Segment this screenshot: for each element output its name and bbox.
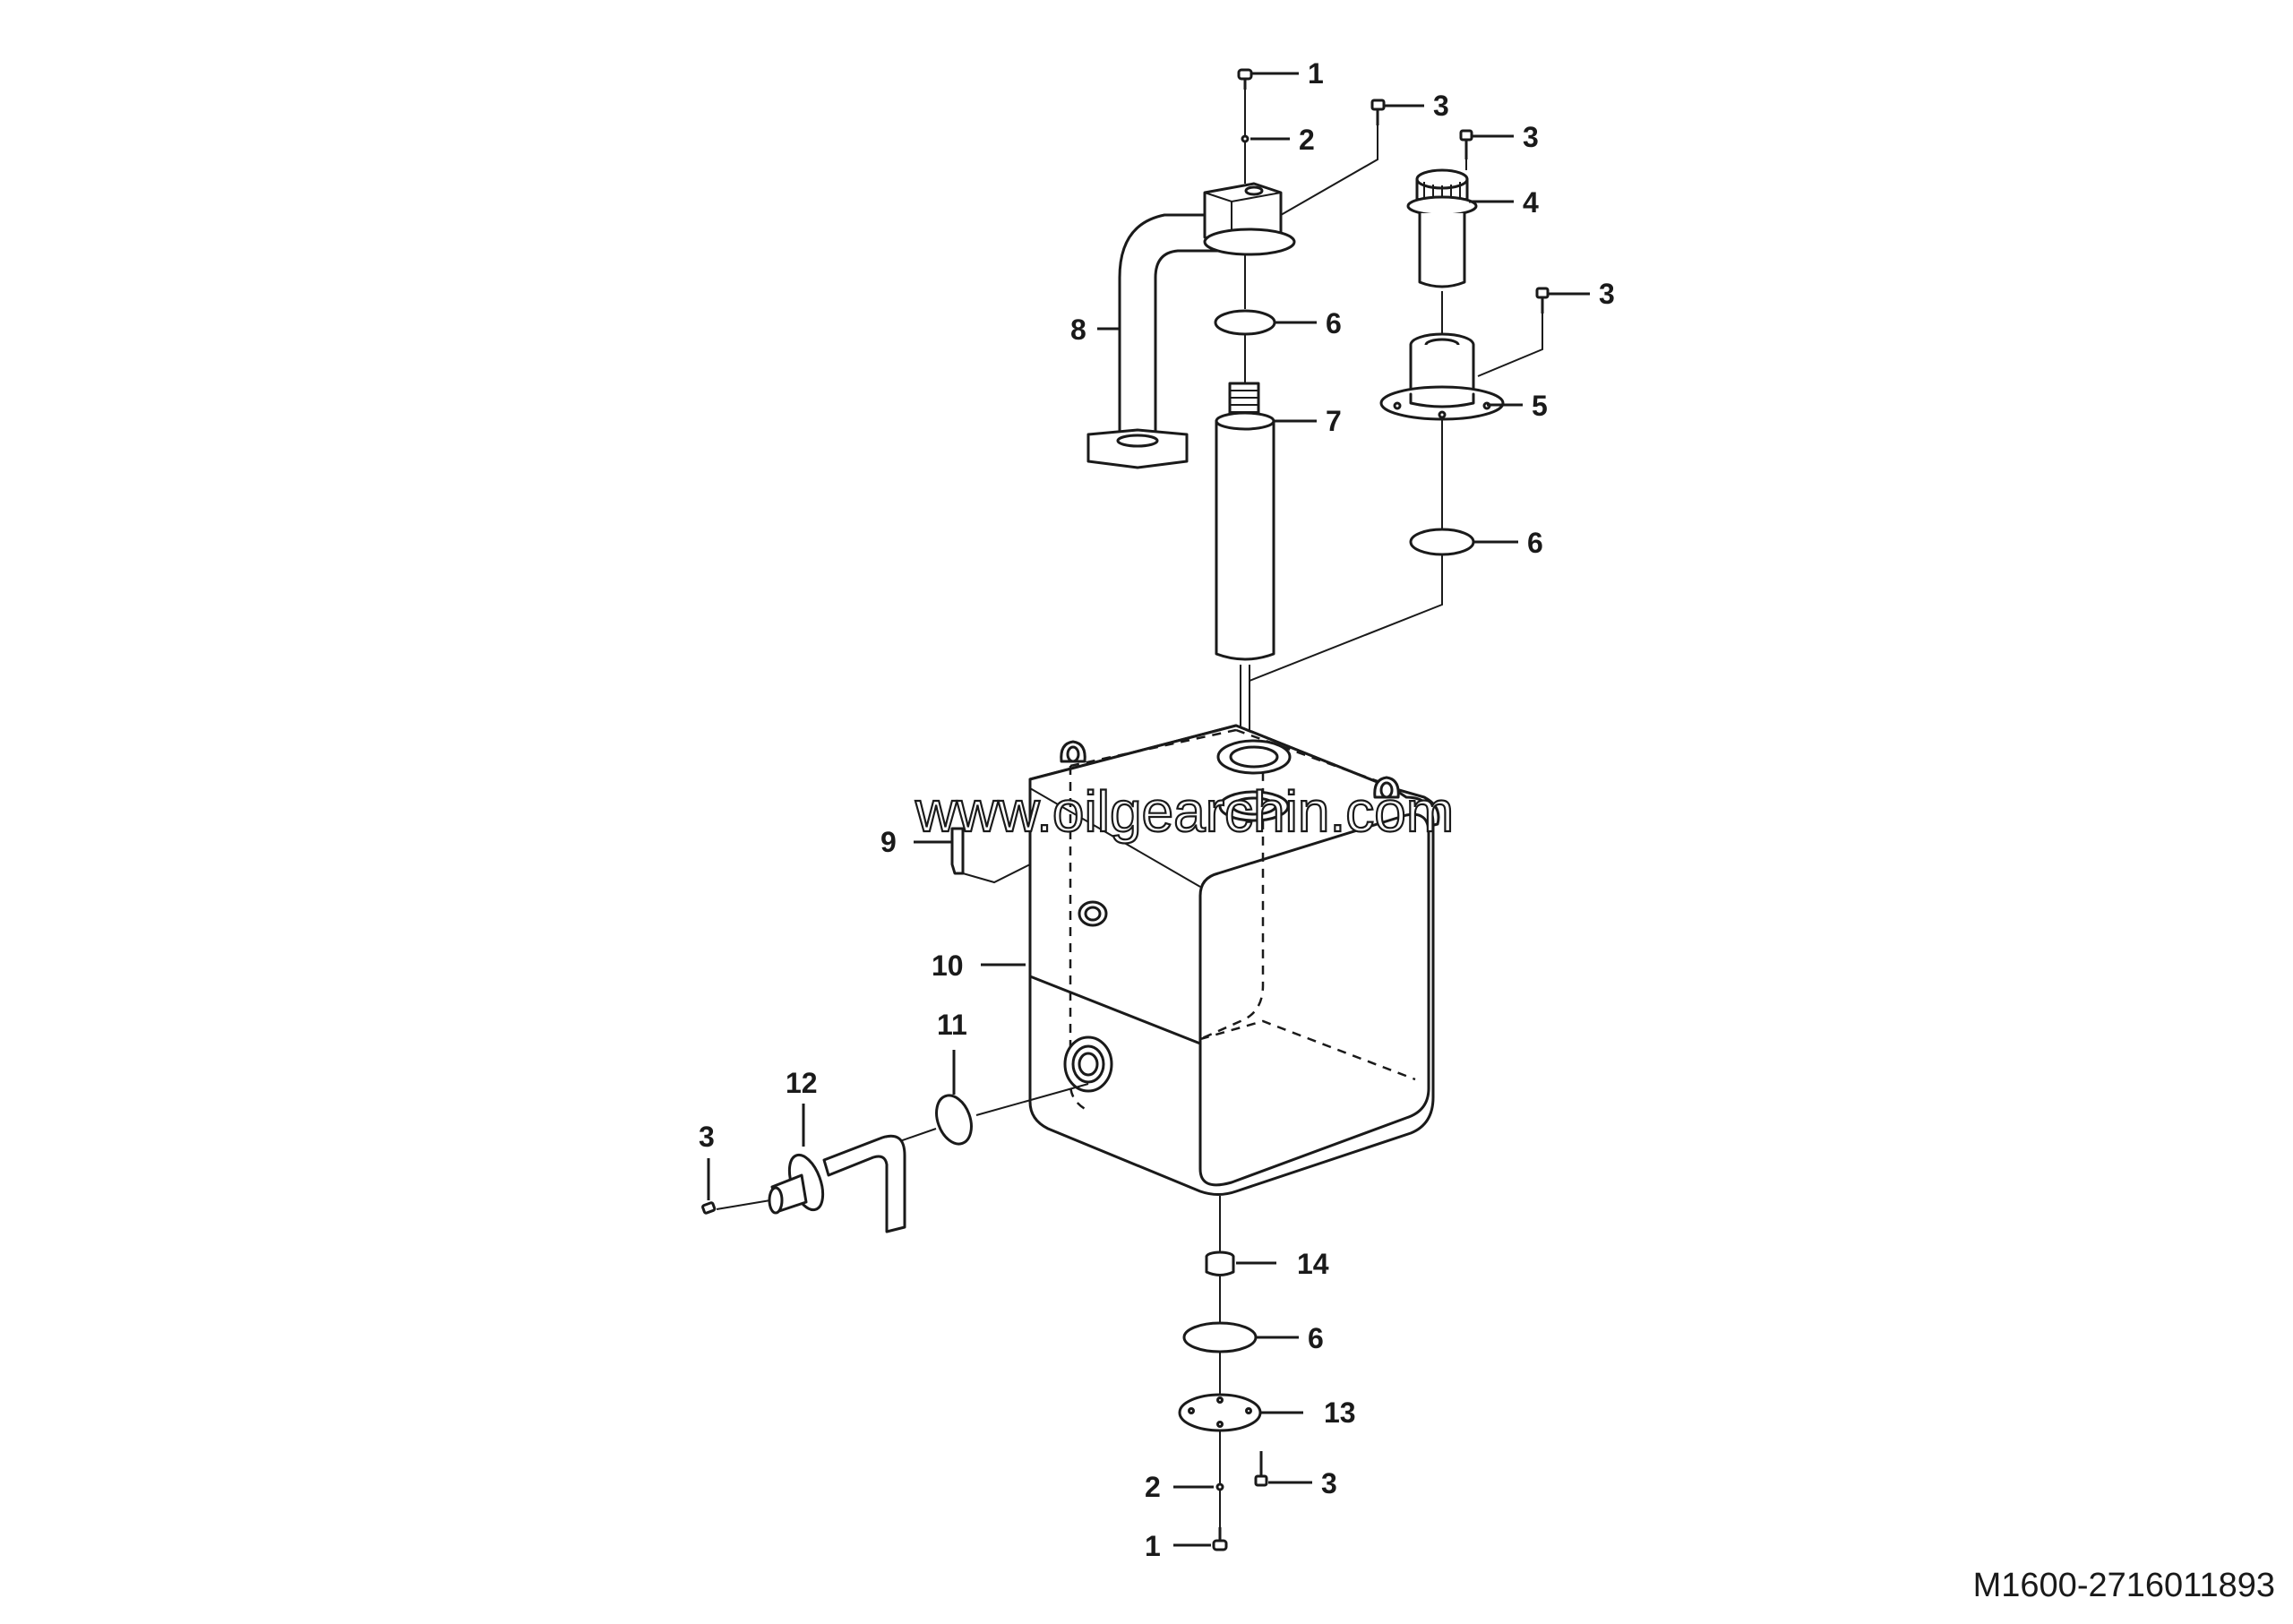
callout-8: 8 xyxy=(1070,314,1086,346)
callout-2-bot: 2 xyxy=(1145,1471,1161,1503)
callout-13: 13 xyxy=(1324,1396,1356,1429)
part-14-magnetic-plug xyxy=(1205,1250,1235,1276)
part-6-oring-a xyxy=(1214,309,1276,336)
part-9-level-gauge xyxy=(950,827,1031,884)
callout-leaders xyxy=(707,72,1590,1547)
part-3-bolt-b xyxy=(1459,129,1473,159)
part-2-washer-top xyxy=(1241,134,1250,143)
part-3-bolt-a xyxy=(1370,99,1386,125)
callout-3-e: 3 xyxy=(1321,1467,1337,1499)
callout-6-a: 6 xyxy=(1326,307,1342,339)
callout-10: 10 xyxy=(932,949,964,982)
callout-3-a: 3 xyxy=(1433,90,1449,122)
callout-4: 4 xyxy=(1523,186,1539,219)
watermark-text: www.oilgearchin.com xyxy=(915,779,1454,844)
part-5-filler-neck xyxy=(1379,332,1505,421)
callout-1-bot: 1 xyxy=(1145,1530,1161,1562)
callout-1-top: 1 xyxy=(1308,57,1324,90)
callout-labels: 1 2 3 3 4 3 6 8 7 5 6 9 10 11 12 3 14 6 … xyxy=(699,57,1615,1562)
callout-7: 7 xyxy=(1326,405,1342,437)
part-7-filter-element xyxy=(1215,382,1275,661)
callout-6-b: 6 xyxy=(1527,527,1543,559)
part-3-bolt-e xyxy=(1254,1451,1268,1487)
callout-3-d: 3 xyxy=(699,1121,715,1153)
part-2-washer-bottom xyxy=(1215,1482,1224,1491)
part-6-oring-c xyxy=(1182,1321,1258,1353)
leader-bolt-3c xyxy=(1477,314,1543,377)
part-6-oring-b xyxy=(1409,528,1475,556)
part-10-hydraulic-tank xyxy=(1028,724,1440,1196)
callout-12: 12 xyxy=(786,1067,818,1099)
axis-line-right-c xyxy=(1249,554,1443,682)
callout-2-top: 2 xyxy=(1299,124,1315,156)
part-3-bolt-d xyxy=(701,1201,717,1215)
part-1-plug-bottom xyxy=(1212,1527,1228,1551)
part-4-breather-cap xyxy=(1406,168,1478,288)
callout-3-b: 3 xyxy=(1523,121,1539,153)
callout-14: 14 xyxy=(1297,1248,1329,1280)
part-8-pipe-elbow xyxy=(1086,182,1296,469)
callout-11: 11 xyxy=(937,1009,967,1041)
leader-bolt-3a xyxy=(1280,125,1378,216)
callout-9: 9 xyxy=(880,826,897,858)
part-13-cover-plate xyxy=(1178,1393,1262,1432)
part-1-plug-top xyxy=(1237,68,1253,90)
part-11-oring-side xyxy=(832,1083,1089,1165)
part-12-suction-pipe xyxy=(768,1134,906,1233)
callout-3-c: 3 xyxy=(1599,278,1615,310)
part-3-bolt-c xyxy=(1535,287,1550,314)
drawing-code: M1600-2716011893 xyxy=(1973,1567,2275,1604)
axis-line-suction xyxy=(716,1199,771,1210)
callout-5: 5 xyxy=(1532,390,1548,422)
callout-6-c: 6 xyxy=(1308,1322,1324,1354)
